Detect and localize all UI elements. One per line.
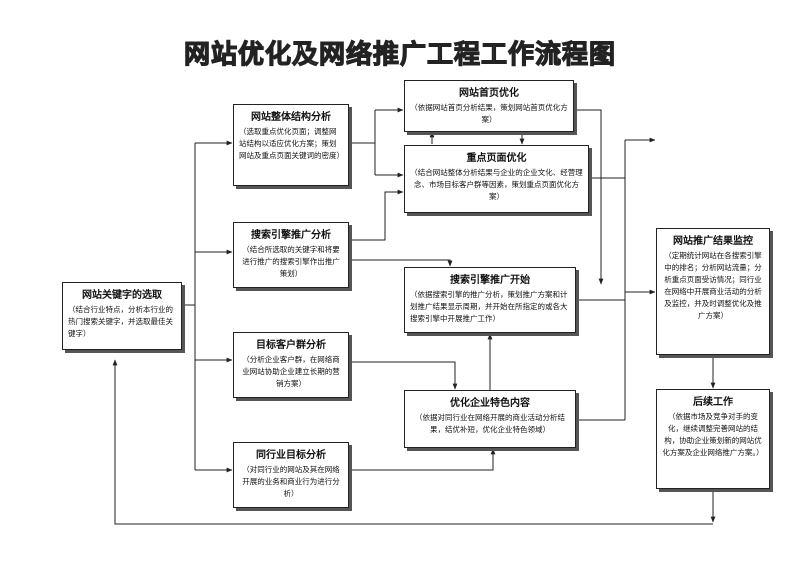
node-followup-work-title: 后续工作	[693, 397, 733, 408]
node-seo-analysis-title: 搜索引擎推广分析	[251, 230, 331, 241]
node-feature-content-body: （依据对同行业在网络开展的商业活动分析结果，结优补短，优化企业特色领域）	[415, 413, 565, 434]
node-competitor-analysis-body: （对同行业的网站及其在网络开展的业务和商业行为进行分析）	[242, 465, 340, 498]
node-followup-work: 后续工作 （依据市场及竞争对手的变化，继续调整完善网站的结构，协助企业策划新的网…	[656, 389, 770, 489]
node-seo-analysis: 搜索引擎推广分析 （结合所选取的关键字和将要进行推广的搜索引擎作出推广策划）	[233, 222, 349, 288]
node-competitor-analysis-title: 同行业目标分析	[256, 450, 326, 461]
node-structure-analysis-body: （选取重点优化页面；调整网站结构以适应优化方案；策划网站及重点页面关键词的密度）	[239, 127, 344, 160]
node-feature-content: 优化企业特色内容 （依据对同行业在网络开展的商业活动分析结果，结优补短，优化企业…	[404, 390, 576, 448]
node-homepage-optimization-body: （依据网站首页分析结果，策划网站首页优化方案）	[410, 103, 568, 124]
node-followup-work-body: （依据市场及竞争对手的变化，继续调整完善网站的结构，协助企业策划新的网站优化方案…	[662, 412, 764, 457]
node-keypage-optimization-body: （结合网站整体分析结果与企业的企业文化、经营理念、市场目标客户群等因素，策划重点…	[410, 168, 583, 201]
node-competitor-analysis: 同行业目标分析 （对同行业的网站及其在网络开展的业务和商业行为进行分析）	[233, 442, 349, 508]
node-result-monitoring-title: 网站推广结果监控	[673, 236, 753, 247]
node-keyword-selection-title: 网站关键字的选取	[82, 290, 162, 301]
node-customer-analysis-body: （分析企业客户群，在网络商业网站协助企业建立长期的营销方案）	[242, 355, 340, 388]
node-customer-analysis: 目标客户群分析 （分析企业客户群，在网络商业网站协助企业建立长期的营销方案）	[233, 332, 349, 398]
node-keyword-selection: 网站关键字的选取 （结合行业特点，分析本行业的热门搜索关键字，并选取最佳关键字）	[62, 282, 182, 350]
node-keypage-optimization: 重点页面优化 （结合网站整体分析结果与企业的企业文化、经营理念、市场目标客户群等…	[404, 145, 589, 213]
node-keypage-optimization-title: 重点页面优化	[466, 153, 527, 164]
node-seo-start-title: 搜索引擎推广开始	[450, 275, 530, 286]
node-seo-start-body: （依据搜索引擎的推广分析，策划推广方案和计划推广结果显示周期，并开始在所指定的或…	[410, 290, 568, 323]
node-seo-analysis-body: （结合所选取的关键字和将要进行推广的搜索引擎作出推广策划）	[242, 245, 340, 278]
node-homepage-optimization-title: 网站首页优化	[459, 88, 519, 99]
diagram-title: 网站优化及网络推广工程工作流程图	[183, 39, 616, 70]
node-result-monitoring-body: （定期统计网站在各搜索引擎中的排名；分析网站流量；分析重点页面受访情况；同行业在…	[664, 251, 762, 320]
node-homepage-optimization: 网站首页优化 （依据网站首页分析结果，策划网站首页优化方案）	[404, 80, 574, 132]
node-structure-analysis-title: 网站整体结构分析	[251, 112, 331, 123]
node-structure-analysis: 网站整体结构分析 （选取重点优化页面；调整网站结构以适应优化方案；策划网站及重点…	[233, 104, 349, 186]
node-customer-analysis-title: 目标客户群分析	[256, 340, 326, 351]
node-seo-start: 搜索引擎推广开始 （依据搜索引擎的推广分析，策划推广方案和计划推广结果显示周期，…	[404, 267, 576, 333]
node-result-monitoring: 网站推广结果监控 （定期统计网站在各搜索引擎中的排名；分析网站流量；分析重点页面…	[656, 228, 770, 355]
node-keyword-selection-body: （结合行业特点，分析本行业的热门搜索关键字，并选取最佳关键字）	[68, 305, 173, 338]
node-feature-content-title: 优化企业特色内容	[450, 398, 530, 409]
